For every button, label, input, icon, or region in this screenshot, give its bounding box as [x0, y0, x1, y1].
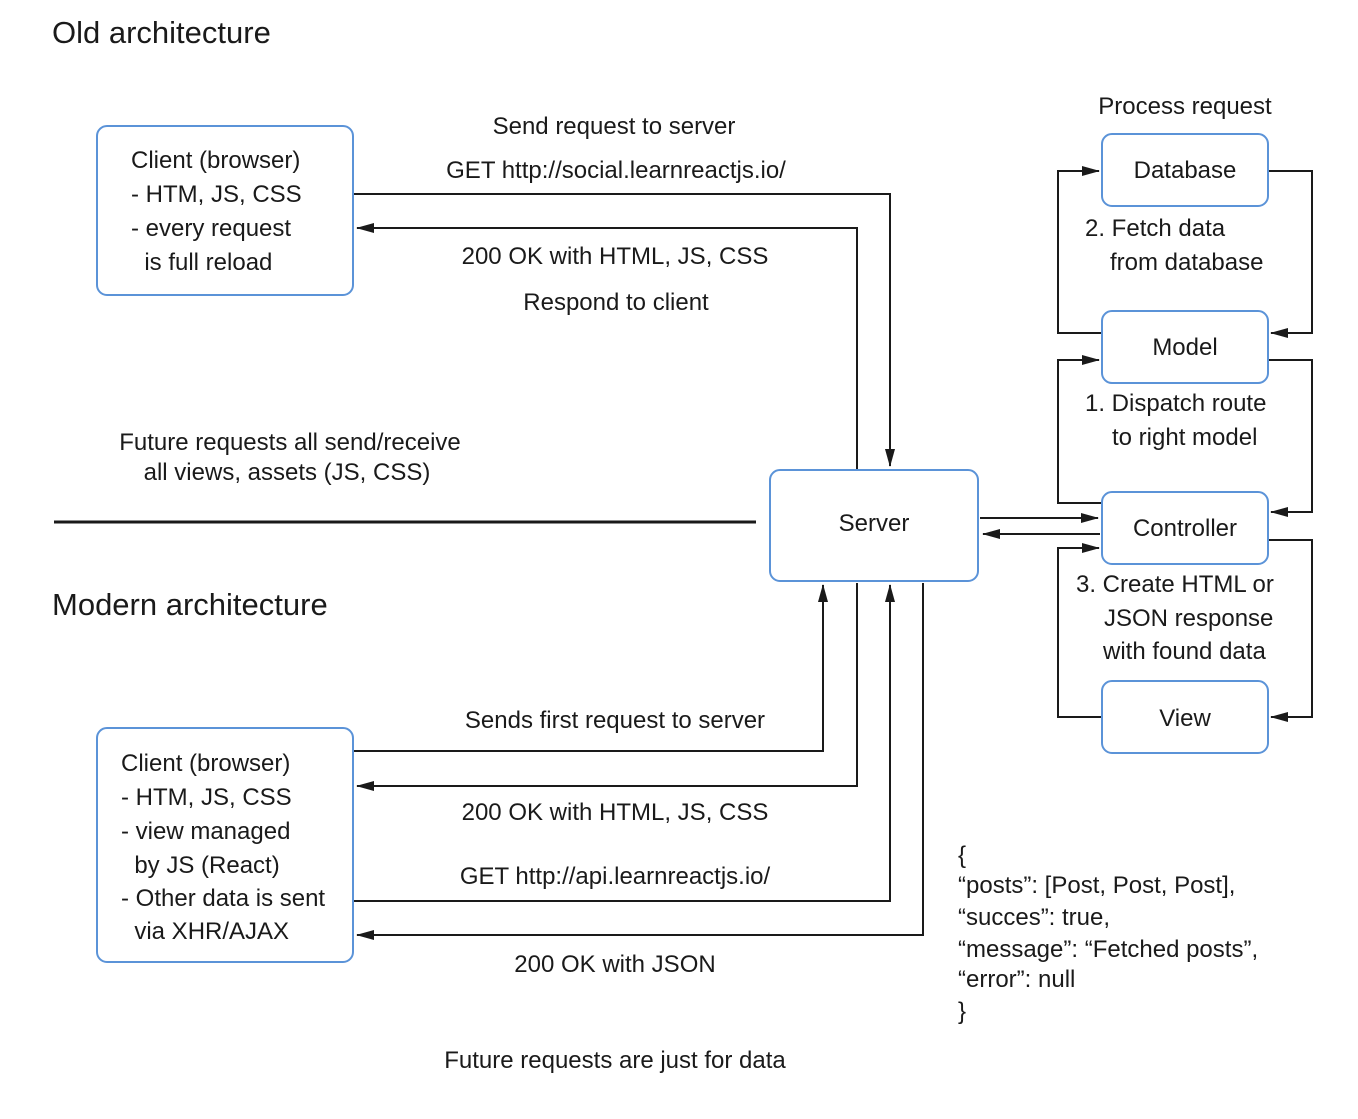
view-to-controller-arrow — [1057, 543, 1102, 718]
modern-client-line-3: - view managed — [121, 818, 290, 845]
old-client-line-4: is full reload — [131, 249, 272, 276]
json-line-2: “posts”: [Post, Post, Post], — [958, 872, 1235, 899]
modern-ok-label: 200 OK with HTML, JS, CSS — [462, 799, 769, 826]
json-line-6: } — [958, 998, 966, 1025]
modern-json-response-arrow — [356, 583, 924, 940]
view-label: View — [1159, 705, 1211, 732]
step-dispatch-line-2: to right model — [1112, 424, 1257, 451]
modern-api-request-arrow — [354, 584, 895, 902]
old-request-arrow — [354, 193, 895, 467]
modern-client-line-4: by JS (React) — [121, 852, 280, 879]
old-client-box — [96, 125, 354, 296]
view-box — [1101, 680, 1269, 754]
step-create-line-1: 3. Create HTML or — [1076, 571, 1274, 598]
old-respond-label: Respond to client — [523, 289, 709, 316]
controller-label: Controller — [1133, 515, 1237, 542]
old-future-label-1: Future requests all send/receive — [119, 429, 461, 456]
json-line-5: “error”: null — [958, 966, 1075, 993]
old-response-arrow — [356, 223, 858, 469]
modern-future-label: Future requests are just for data — [444, 1047, 786, 1074]
model-box — [1101, 310, 1269, 384]
step-create-line-3: with found data — [1102, 638, 1266, 665]
database-box — [1101, 133, 1269, 207]
process-request-title: Process request — [1098, 93, 1272, 120]
server-label: Server — [839, 510, 910, 537]
old-ok-label: 200 OK with HTML, JS, CSS — [462, 243, 769, 270]
modern-architecture-heading: Modern architecture — [52, 587, 328, 622]
modern-client-line-5: - Other data is sent — [121, 885, 325, 912]
modern-first-label: Sends first request to server — [465, 707, 765, 734]
model-label: Model — [1152, 334, 1217, 361]
json-line-1: { — [958, 842, 966, 869]
model-to-controller-arrow — [1268, 359, 1313, 517]
old-client-line-2: - HTM, JS, CSS — [131, 181, 302, 208]
json-line-3: “succes”: true, — [958, 904, 1110, 931]
old-client-line-3: - every request — [131, 215, 291, 242]
step-dispatch-line-1: 1. Dispatch route — [1085, 390, 1266, 417]
modern-client-line-6: via XHR/AJAX — [121, 918, 289, 945]
modern-json-label: 200 OK with JSON — [514, 951, 715, 978]
database-label: Database — [1134, 157, 1237, 184]
modern-client-box — [96, 727, 354, 963]
old-client-line-1: Client (browser) — [131, 147, 300, 174]
modern-first-request-arrow — [354, 584, 828, 752]
modern-first-response-arrow — [356, 583, 858, 791]
model-to-database-arrow — [1057, 166, 1102, 334]
step-fetch-line-2: from database — [1110, 249, 1263, 276]
modern-client-line-2: - HTM, JS, CSS — [121, 784, 292, 811]
modern-client-line-1: Client (browser) — [121, 750, 290, 777]
server-box — [769, 469, 979, 582]
old-future-label-2: all views, assets (JS, CSS) — [144, 459, 431, 486]
step-create-line-2: JSON response — [1104, 605, 1273, 632]
controller-box — [1101, 491, 1269, 565]
old-architecture-heading: Old architecture — [52, 15, 271, 50]
controller-to-view-arrow — [1268, 539, 1313, 722]
step-fetch-line-1: 2. Fetch data — [1085, 215, 1226, 242]
modern-get-label: GET http://api.learnreactjs.io/ — [460, 863, 771, 890]
old-send-label: Send request to server — [493, 113, 736, 140]
old-get-label: GET http://social.learnreactjs.io/ — [446, 157, 786, 184]
controller-to-model-arrow — [1057, 355, 1102, 504]
json-line-4: “message”: “Fetched posts”, — [958, 936, 1258, 963]
database-to-model-arrow — [1268, 170, 1313, 338]
